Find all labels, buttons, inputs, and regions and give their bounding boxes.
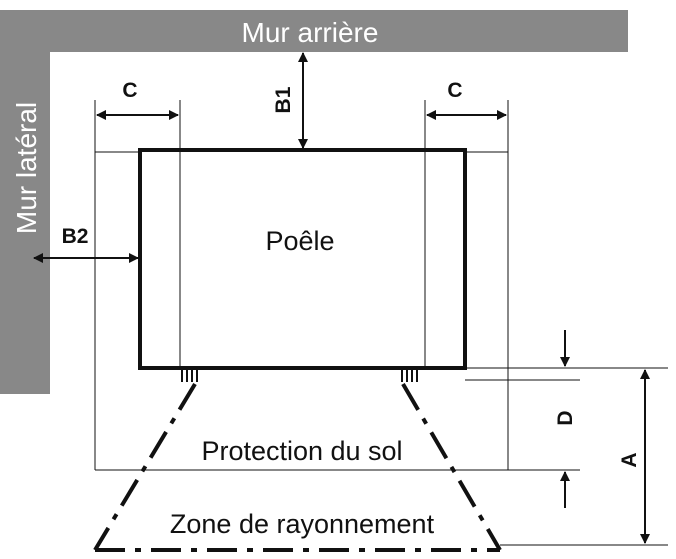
stove-feet bbox=[181, 368, 418, 382]
side-wall: Mur latéral bbox=[0, 10, 50, 394]
dim-a-label: A bbox=[618, 452, 641, 467]
back-wall: Mur arrière bbox=[0, 10, 628, 52]
dimension-arrows bbox=[33, 52, 650, 544]
side-wall-label: Mur latéral bbox=[11, 102, 42, 234]
back-wall-label: Mur arrière bbox=[242, 17, 379, 48]
floor-protection-label: Protection du sol bbox=[201, 436, 402, 466]
dim-c-left-label: C bbox=[122, 79, 137, 102]
dim-c-right-label: C bbox=[447, 79, 462, 102]
clearance-lines bbox=[94, 100, 668, 546]
radiation-zone-label: Zone de rayonnement bbox=[170, 509, 435, 539]
stove-label: Poêle bbox=[265, 226, 334, 256]
dim-b2-label: B2 bbox=[62, 225, 89, 248]
dim-b1-label: B1 bbox=[272, 86, 295, 113]
radiation-zone-boundary bbox=[93, 382, 502, 552]
dim-d-label: D bbox=[554, 410, 577, 425]
stove-body bbox=[138, 148, 467, 370]
